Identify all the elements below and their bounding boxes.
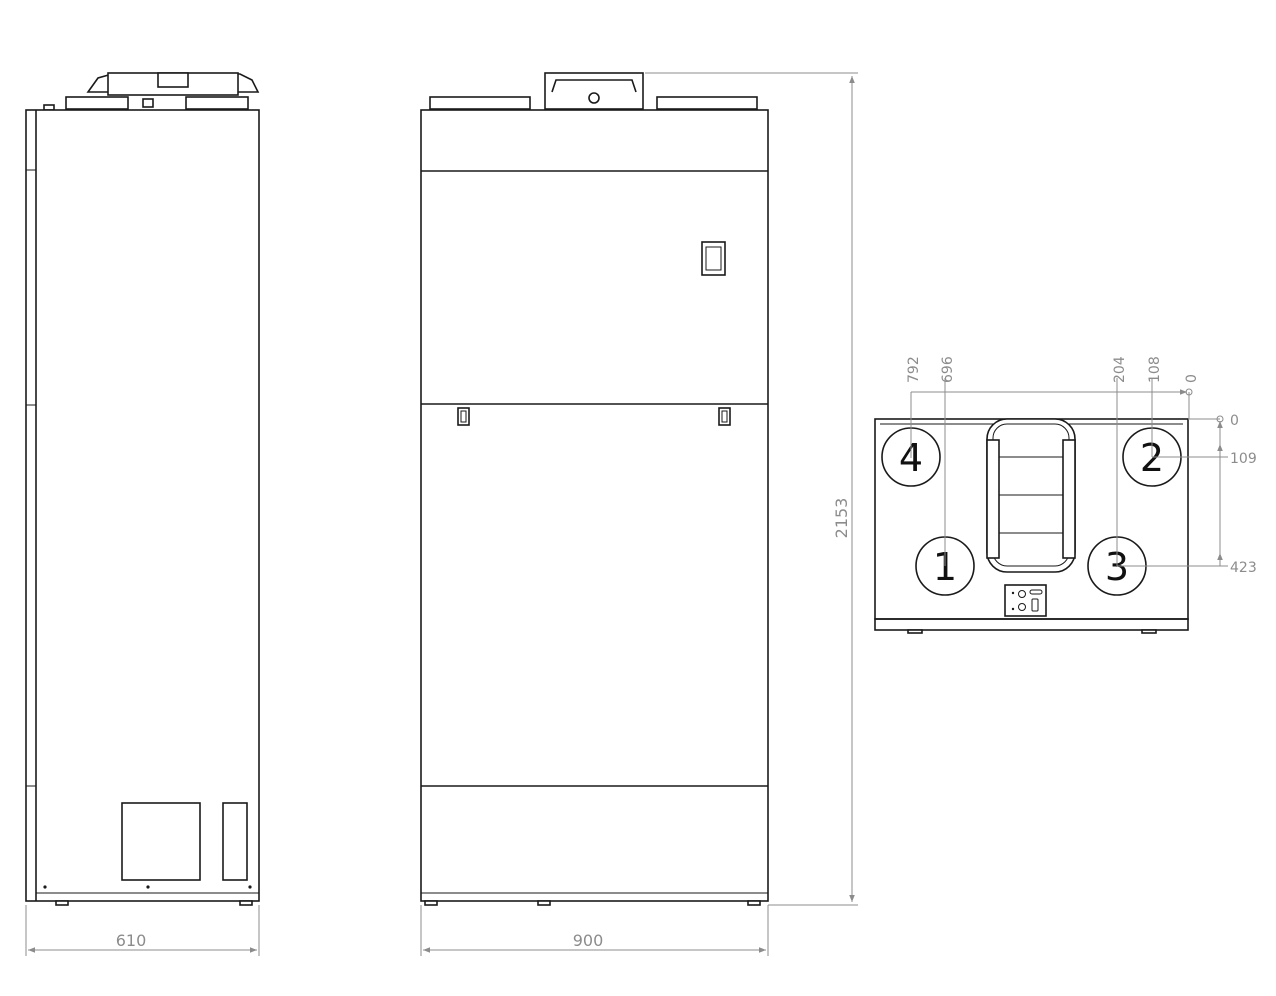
y-coord-423: 423 [1230, 560, 1257, 576]
top-grip-right [1062, 439, 1076, 559]
front-width-label: 900 [573, 931, 604, 950]
front-top-duct-left [429, 96, 531, 110]
top-control-switch [1029, 589, 1043, 595]
top-control-dot-1 [1011, 591, 1015, 595]
x-coord-696: 696 [940, 356, 956, 383]
top-grip-left [986, 439, 1000, 559]
front-control-display [705, 246, 722, 271]
top-foot-2 [1141, 629, 1157, 634]
y-coord-109: 109 [1230, 451, 1257, 467]
x-coord-0: 0 [1184, 374, 1200, 383]
front-top-duct-right [656, 96, 758, 110]
front-latch-right [718, 407, 731, 426]
top-control-slot [1031, 598, 1039, 612]
top-foot-1 [907, 629, 923, 634]
front-latch-left [457, 407, 470, 426]
side-top-bolt [142, 98, 154, 108]
side-screw-1 [43, 885, 47, 889]
front-body [420, 109, 769, 902]
front-width-dimension: 900 [420, 905, 769, 956]
front-foot-3 [747, 900, 761, 906]
front-top-bolt [588, 92, 600, 104]
x-coord-204: 204 [1112, 356, 1128, 383]
front-foot-1 [424, 900, 438, 906]
side-view [25, 72, 260, 906]
side-top-duct-left [65, 96, 129, 110]
front-latch-right-inner [721, 410, 728, 423]
top-base [874, 618, 1189, 631]
front-latch-left-inner [460, 410, 467, 423]
side-body [25, 109, 260, 902]
top-view: 4 2 1 3 792 696 204 108 0 0 109 423 [874, 356, 1257, 634]
top-control-knob-2 [1018, 603, 1026, 611]
top-control-knob-1 [1018, 590, 1026, 598]
side-screw-3 [248, 885, 252, 889]
front-foot-2 [537, 900, 551, 906]
side-width-label: 610 [116, 931, 147, 950]
side-top-connector [86, 73, 260, 93]
side-service-slot [222, 802, 248, 881]
side-top-clip [157, 72, 189, 88]
height-label: 2153 [832, 498, 851, 539]
front-top-handle [551, 79, 637, 93]
y-origin-marker [1216, 415, 1224, 423]
side-foot-2 [239, 900, 253, 906]
front-view [420, 72, 769, 906]
y-coord-0: 0 [1230, 413, 1239, 429]
top-control-dot-2 [1011, 607, 1015, 611]
side-service-hatch [121, 802, 201, 881]
top-control-box [1004, 584, 1047, 617]
x-coord-792: 792 [906, 356, 922, 383]
x-origin-marker [1185, 388, 1193, 396]
x-coord-108: 108 [1147, 356, 1163, 383]
side-screw-2 [146, 885, 150, 889]
height-dimension: 2153 [645, 72, 858, 906]
side-foot-1 [55, 900, 69, 906]
front-control-panel [701, 241, 726, 276]
side-top-duct-right [185, 96, 249, 110]
side-width-dimension: 610 [25, 905, 260, 956]
